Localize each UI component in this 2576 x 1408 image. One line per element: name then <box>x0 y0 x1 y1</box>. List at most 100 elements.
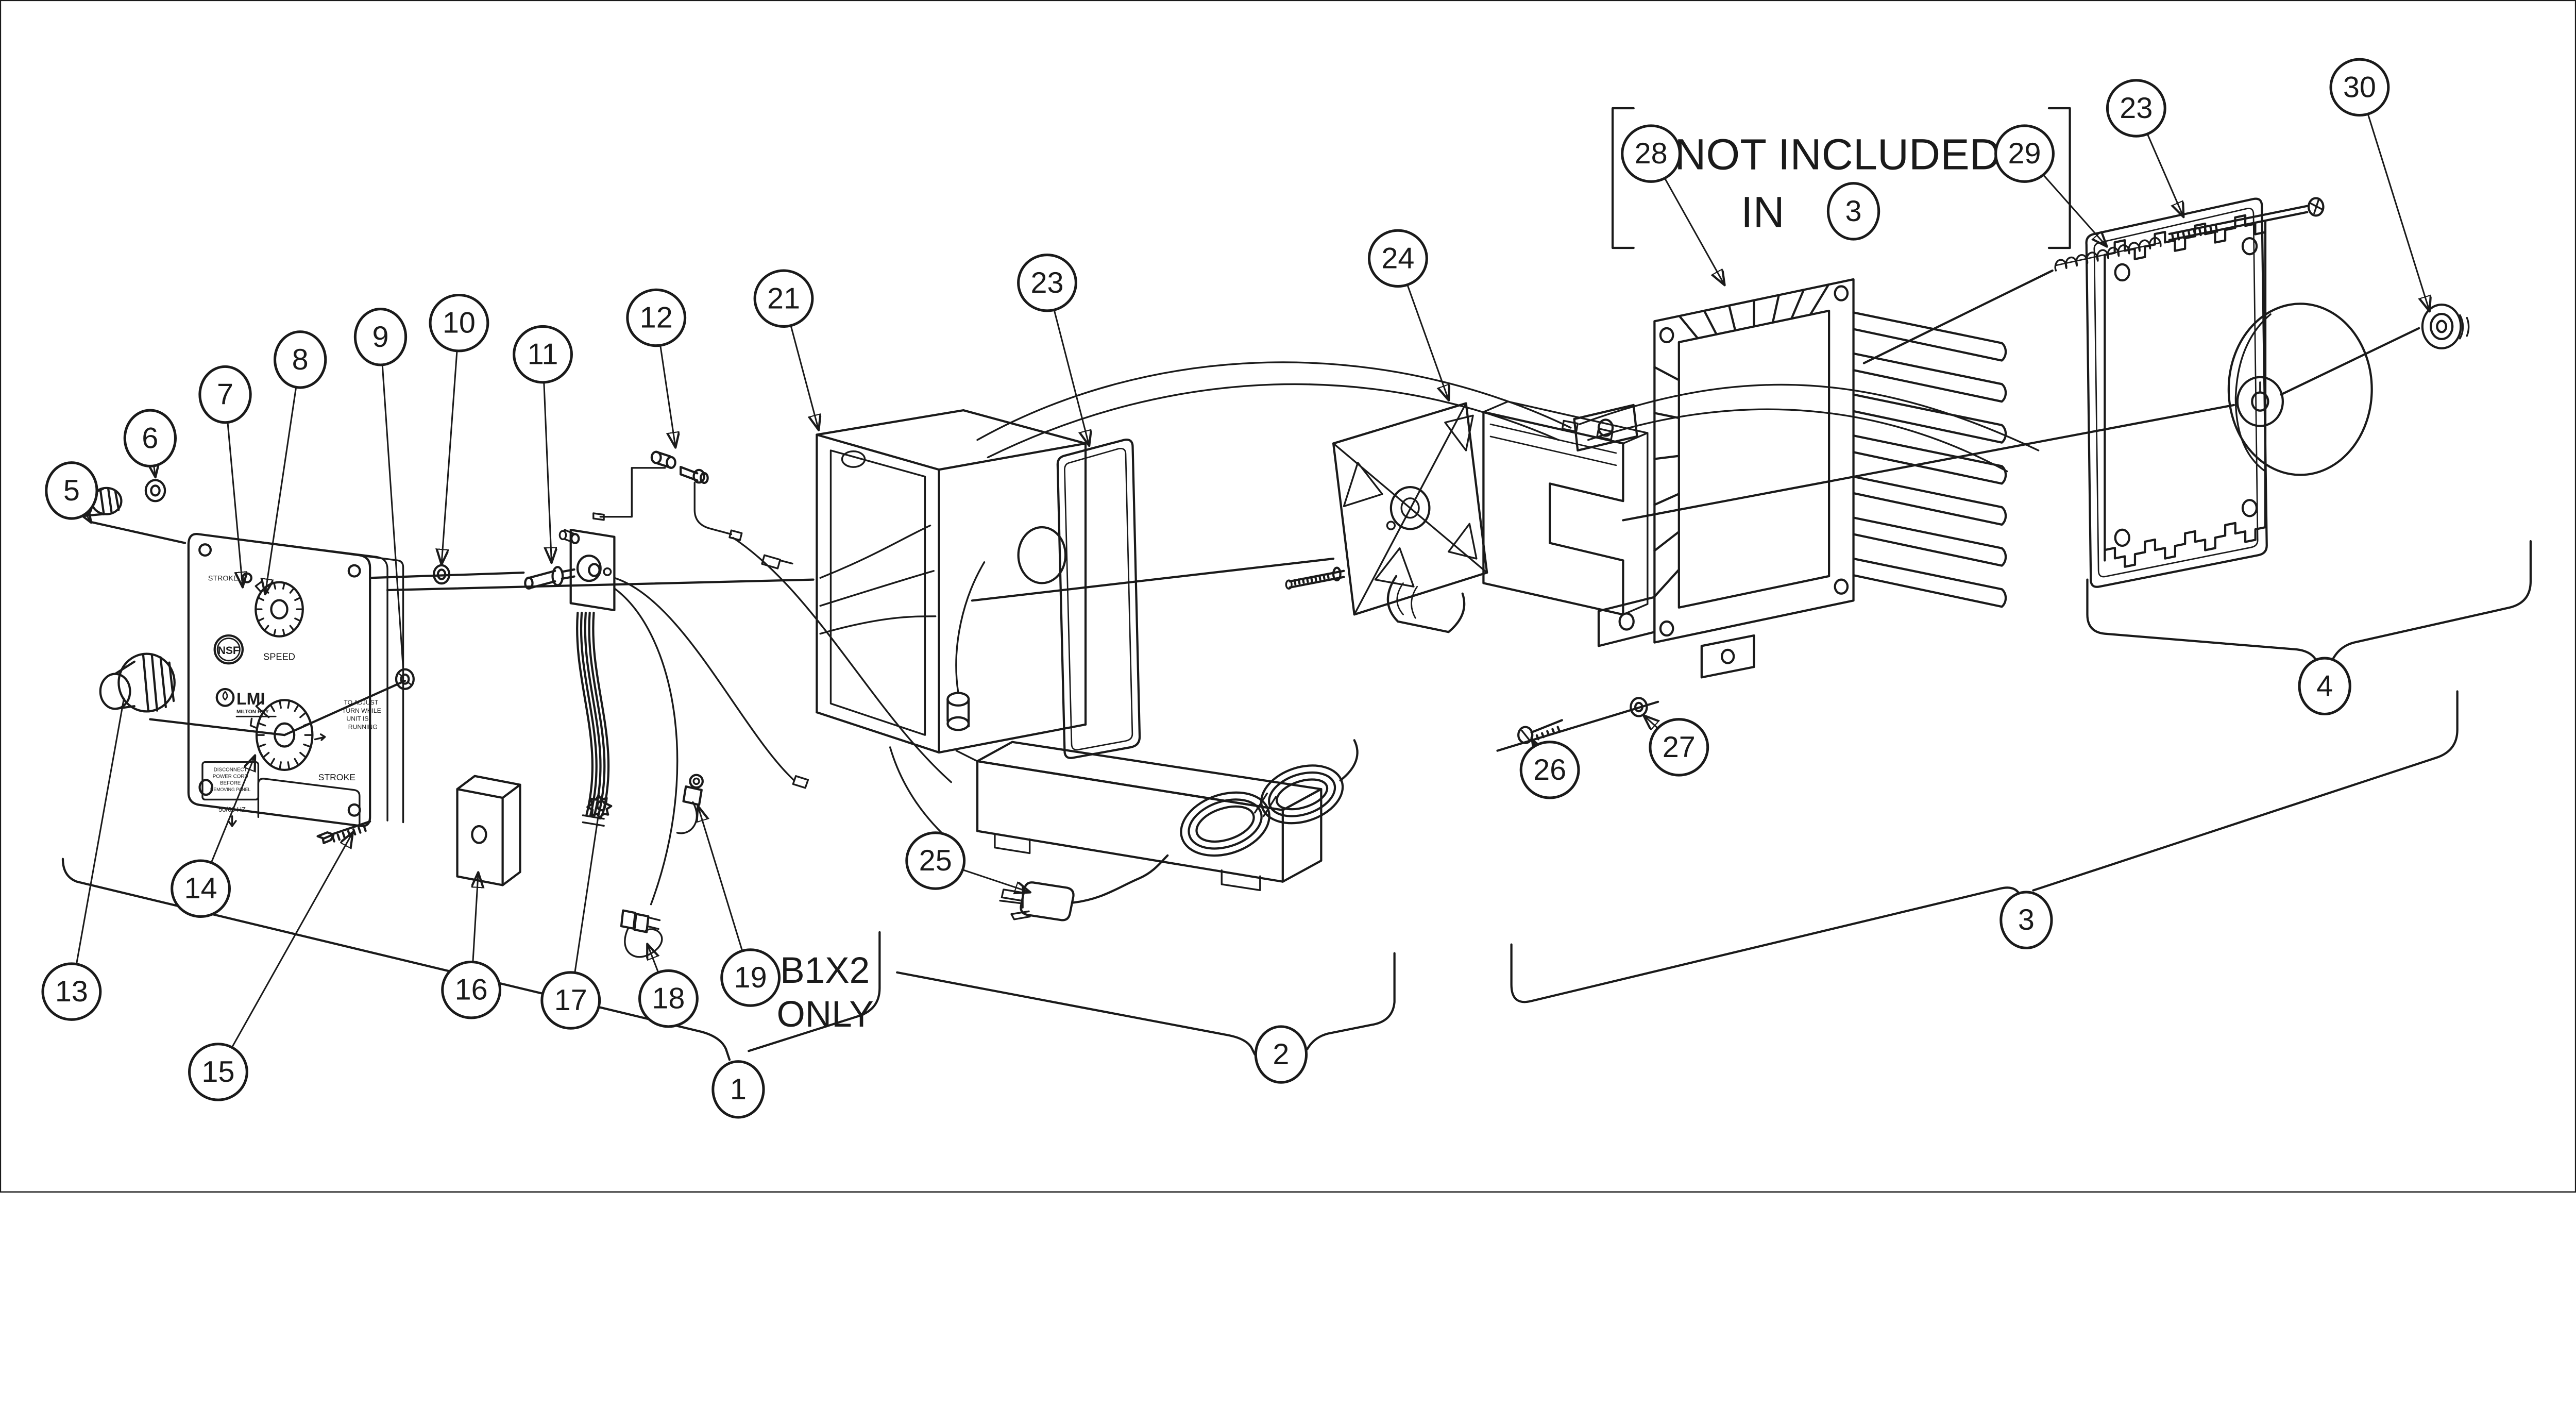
callout-number: 19 <box>734 961 767 994</box>
callout-number: 25 <box>919 844 952 877</box>
callout-number: 17 <box>554 984 587 1017</box>
callout-number: 6 <box>142 422 158 455</box>
lmi-logo: LMI MILTON ROY <box>215 688 277 717</box>
exploded-parts-diagram-page: STROKE SPEED NSF LMI MILTON ROY STROKE T… <box>0 0 2576 1193</box>
callout-2: 2 <box>1254 1025 1308 1084</box>
group-bracket-3 <box>1510 886 2021 1003</box>
callout-number: 9 <box>372 321 388 354</box>
callout-number: 10 <box>443 307 476 340</box>
callout-number: 2 <box>1273 1038 1289 1071</box>
stroke-dial <box>249 699 326 772</box>
callout-number: 21 <box>767 282 800 315</box>
callout-number: 8 <box>292 343 309 376</box>
callout-23: 23 <box>2106 79 2183 216</box>
part-epu-assembly <box>2054 197 2470 588</box>
callout-number: 5 <box>63 474 80 507</box>
exploded-parts-diagram: STROKE SPEED NSF LMI MILTON ROY STROKE T… <box>0 0 2576 1193</box>
b1x2-line2: ONLY <box>776 994 873 1035</box>
speed-dial <box>255 580 304 638</box>
part-star-washer-17 <box>586 794 613 820</box>
not-included-line1: NOT INCLUDED <box>1674 130 2001 179</box>
part-fuse-assembly-12 <box>592 450 743 541</box>
speed-dial-label: SPEED <box>263 651 295 662</box>
not-included-line2: IN <box>1741 187 1785 236</box>
part-gasket-23a <box>1056 439 1141 759</box>
callout-27: 27 <box>1644 716 1709 777</box>
callout-29: 29 <box>1994 124 2107 246</box>
callout-number: 14 <box>184 872 217 905</box>
callout-number: 30 <box>2343 71 2376 104</box>
callout-12: 12 <box>626 288 687 447</box>
part-base <box>955 741 1323 891</box>
callout-23: 23 <box>1017 254 1089 445</box>
callout-number: 15 <box>201 1055 234 1088</box>
callout-26: 26 <box>1519 740 1580 799</box>
callout-14: 14 <box>171 756 255 918</box>
svg-text:TO ADJUST: TO ADJUST <box>344 699 378 706</box>
group-bracket-1b <box>748 931 881 1052</box>
svg-text:TURN WHILE: TURN WHILE <box>342 707 381 714</box>
part-housing-21 <box>816 409 1087 844</box>
svg-text:DISCONNECT: DISCONNECT <box>214 767 247 773</box>
part-knob-large <box>99 652 176 713</box>
group-bracket-2b <box>1306 952 1396 1051</box>
b1x2-line1: B1X2 <box>780 950 870 991</box>
callout-19: 19 <box>698 807 781 1007</box>
callout-number: 13 <box>55 975 88 1008</box>
callout-18: 18 <box>638 945 699 1028</box>
part-block-16 <box>456 775 521 886</box>
svg-text:MILTON ROY: MILTON ROY <box>236 709 269 715</box>
callout-10: 10 <box>429 293 489 564</box>
callout-16: 16 <box>441 873 502 1019</box>
part-cap-30 <box>2421 304 2470 349</box>
callout-21: 21 <box>753 269 819 429</box>
stroke-dial-label: STROKE <box>318 772 355 782</box>
callout-6: 6 <box>123 409 177 477</box>
callout-number: 23 <box>2120 92 2153 125</box>
part-motor-24 <box>976 361 2040 647</box>
callout-number: 28 <box>1635 137 1668 170</box>
callout-number: 12 <box>640 301 673 334</box>
part-screw-26 <box>1517 719 1563 744</box>
svg-text:LMI: LMI <box>236 690 265 708</box>
not-included-bracket-right <box>2047 107 2071 249</box>
callout-3: 3 <box>1826 182 1880 241</box>
not-included-note: NOT INCLUDED IN <box>1674 130 2001 237</box>
adjust-note: TO ADJUST TURN WHILE UNIT IS RUNNING <box>342 699 381 731</box>
callout-number: 1 <box>730 1073 747 1106</box>
part-connector-18 <box>620 909 663 958</box>
callout-number: 24 <box>1381 242 1414 275</box>
callout-8: 8 <box>265 330 327 594</box>
svg-text:REMOVING PANEL: REMOVING PANEL <box>210 787 251 792</box>
callout-number: 18 <box>652 982 685 1015</box>
callout-28: 28 <box>1621 124 1724 284</box>
svg-text:POWER CORD: POWER CORD <box>213 774 248 779</box>
part-harness-wires <box>613 537 952 906</box>
callout-30: 30 <box>2329 58 2429 311</box>
callout-number: 23 <box>1030 266 1063 299</box>
part-power-cord-25 <box>999 739 1359 921</box>
group-bracket-2 <box>896 971 1256 1056</box>
callout-number: 26 <box>1533 753 1566 786</box>
part-washer-6 <box>144 479 166 502</box>
callout-11: 11 <box>513 325 573 562</box>
callout-number: 29 <box>2008 137 2041 170</box>
nsf-logo: NSF <box>213 634 244 665</box>
svg-text:RUNNING: RUNNING <box>348 724 378 731</box>
callout-17: 17 <box>540 813 601 1030</box>
callout-7: 7 <box>198 365 252 586</box>
group-bracket-1 <box>61 858 731 1061</box>
callout-3: 3 <box>1999 891 2053 949</box>
callout-13: 13 <box>41 697 125 1021</box>
group-brackets <box>61 107 2532 1061</box>
part-shaft-11 <box>524 566 575 590</box>
callout-15: 15 <box>188 833 353 1101</box>
svg-text:UNIT IS: UNIT IS <box>346 715 368 723</box>
part-washer-27 <box>1630 697 1648 717</box>
callout-4: 4 <box>2298 657 2351 716</box>
group-bracket-3b <box>2032 690 2459 892</box>
part-pot-assembly <box>558 528 616 827</box>
callout-number: 3 <box>2018 903 2035 936</box>
group-bracket-4 <box>2086 578 2317 661</box>
